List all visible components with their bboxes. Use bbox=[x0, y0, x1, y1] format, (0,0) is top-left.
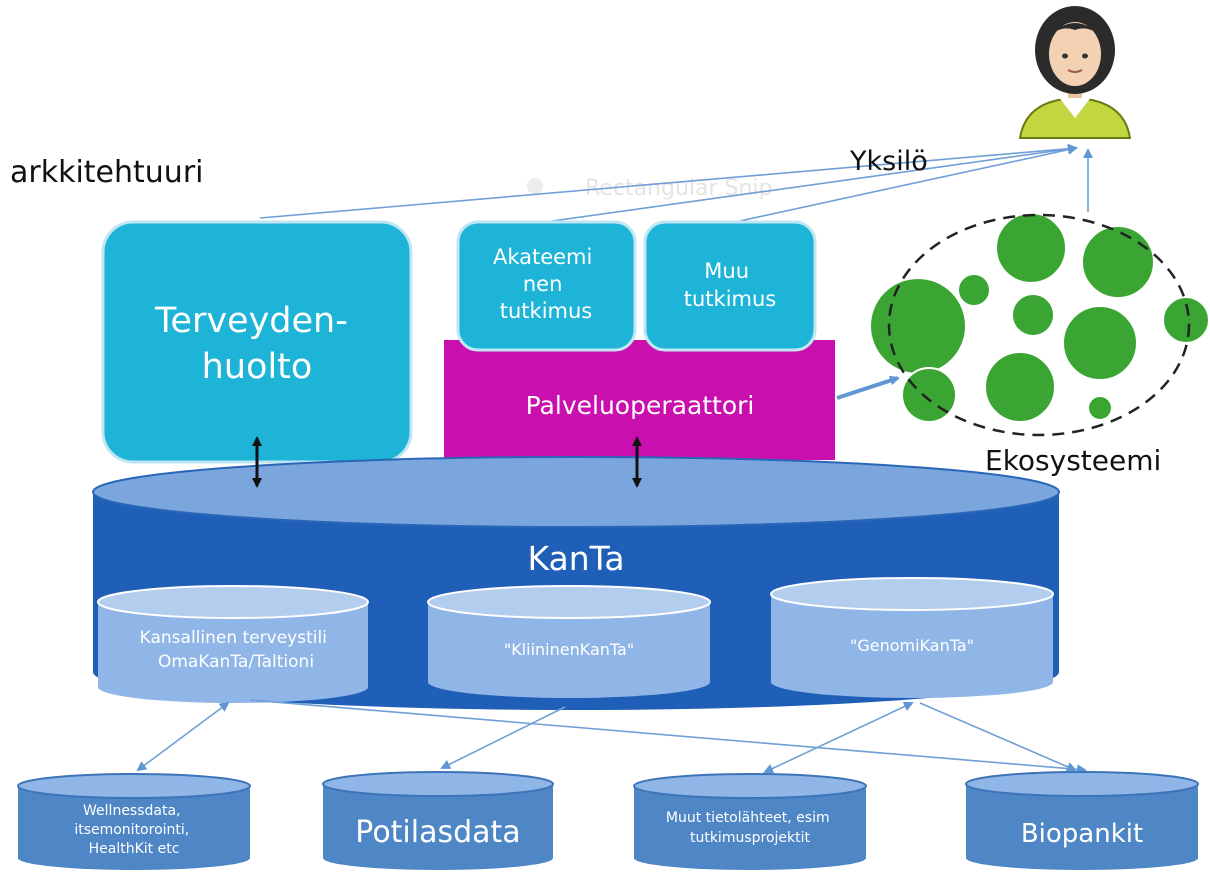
kliininen-cylinder bbox=[427, 585, 711, 698]
person-label: Yksilö bbox=[849, 146, 928, 177]
operator-to-ecosystem-arrow bbox=[836, 375, 900, 400]
kliininen-label: "KliininenKanTa" bbox=[504, 640, 634, 659]
akateeminen-tutkimus-label: Akateemi nen tutkimus bbox=[493, 245, 599, 323]
ecosystem-label: Ekosysteemi bbox=[985, 444, 1161, 477]
muut-tietolahteet-cylinder bbox=[633, 773, 867, 870]
terveystili-cylinder bbox=[97, 585, 369, 703]
diagram-title: arkkitehtuuri bbox=[10, 155, 204, 190]
potilasdata-cylinder bbox=[322, 771, 554, 870]
muu-tutkimus-label: Muu tutkimus bbox=[684, 259, 776, 311]
kanta-label: KanTa bbox=[527, 539, 624, 578]
person-icon bbox=[1018, 6, 1132, 139]
wellness-label: Wellnessdata, itsemonitorointi, HealthKi… bbox=[74, 803, 193, 857]
genomi-cylinder bbox=[770, 577, 1054, 698]
potilasdata-label: Potilasdata bbox=[355, 815, 520, 850]
terveydenhuolto-label: Terveyden- huolto bbox=[154, 301, 359, 387]
akateeminen-tutkimus-box bbox=[456, 220, 637, 352]
source-links bbox=[136, 699, 1087, 775]
biopankit-cylinder bbox=[965, 771, 1199, 870]
terveystili-label: Kansallinen terveystili OmaKanTa/Taltion… bbox=[140, 628, 333, 672]
biopankit-label: Biopankit bbox=[1021, 819, 1143, 849]
palveluoperaattori-label: Palveluoperaattori bbox=[526, 391, 755, 420]
watermark: Rectangular Snip bbox=[585, 176, 773, 201]
muu-tutkimus-box bbox=[643, 220, 817, 352]
wellness-cylinder bbox=[17, 773, 251, 870]
person-links bbox=[259, 143, 1093, 223]
terveydenhuolto-box bbox=[101, 220, 413, 464]
ecosystem bbox=[869, 212, 1210, 437]
watermark-icon bbox=[527, 178, 543, 194]
muut-tietolahteet-label: Muut tietolähteet, esim tutkimusprojekti… bbox=[666, 810, 834, 846]
genomi-label: "GenomiKanTa" bbox=[850, 636, 974, 655]
